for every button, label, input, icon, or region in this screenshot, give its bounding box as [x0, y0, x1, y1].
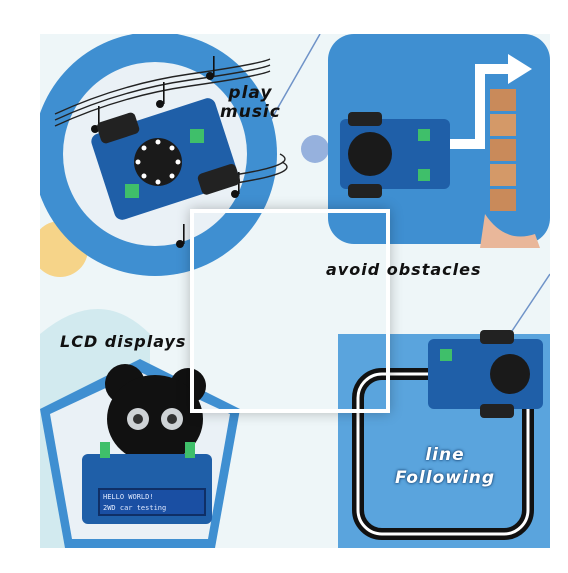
- bear-head: [105, 364, 206, 463]
- caption-play: play: [228, 83, 273, 103]
- caption-music: music: [220, 102, 281, 122]
- caption-following: Following: [394, 468, 496, 488]
- center-frame: [190, 209, 390, 413]
- caption-avoid-obstacles: avoid obstacles: [326, 260, 482, 279]
- avoid-obstacles-panel: [328, 34, 550, 248]
- wooden-blocks: [490, 89, 516, 211]
- robot-car-bottomright: [428, 330, 543, 418]
- hand: [480, 214, 540, 248]
- collage-frame: HELLO WORLD! 2WD car testing play music …: [40, 34, 550, 548]
- decor-line: [509, 273, 550, 335]
- play-music-panel: [40, 34, 288, 276]
- lcd-line-1: HELLO WORLD!: [103, 493, 154, 501]
- robot-car-topright: [340, 112, 450, 198]
- decor-circle: [301, 135, 329, 163]
- caption-line: line: [425, 445, 465, 465]
- lcd-line-2: 2WD car testing: [103, 504, 167, 512]
- caption-lcd-displays: LCD displays: [60, 332, 187, 351]
- lcd-screen: HELLO WORLD! 2WD car testing: [98, 488, 206, 516]
- caption-play-music: play music: [220, 84, 281, 122]
- line-following-panel: [338, 330, 550, 548]
- robot-car-topleft: [91, 98, 241, 220]
- caption-line-following: line Following: [380, 444, 510, 490]
